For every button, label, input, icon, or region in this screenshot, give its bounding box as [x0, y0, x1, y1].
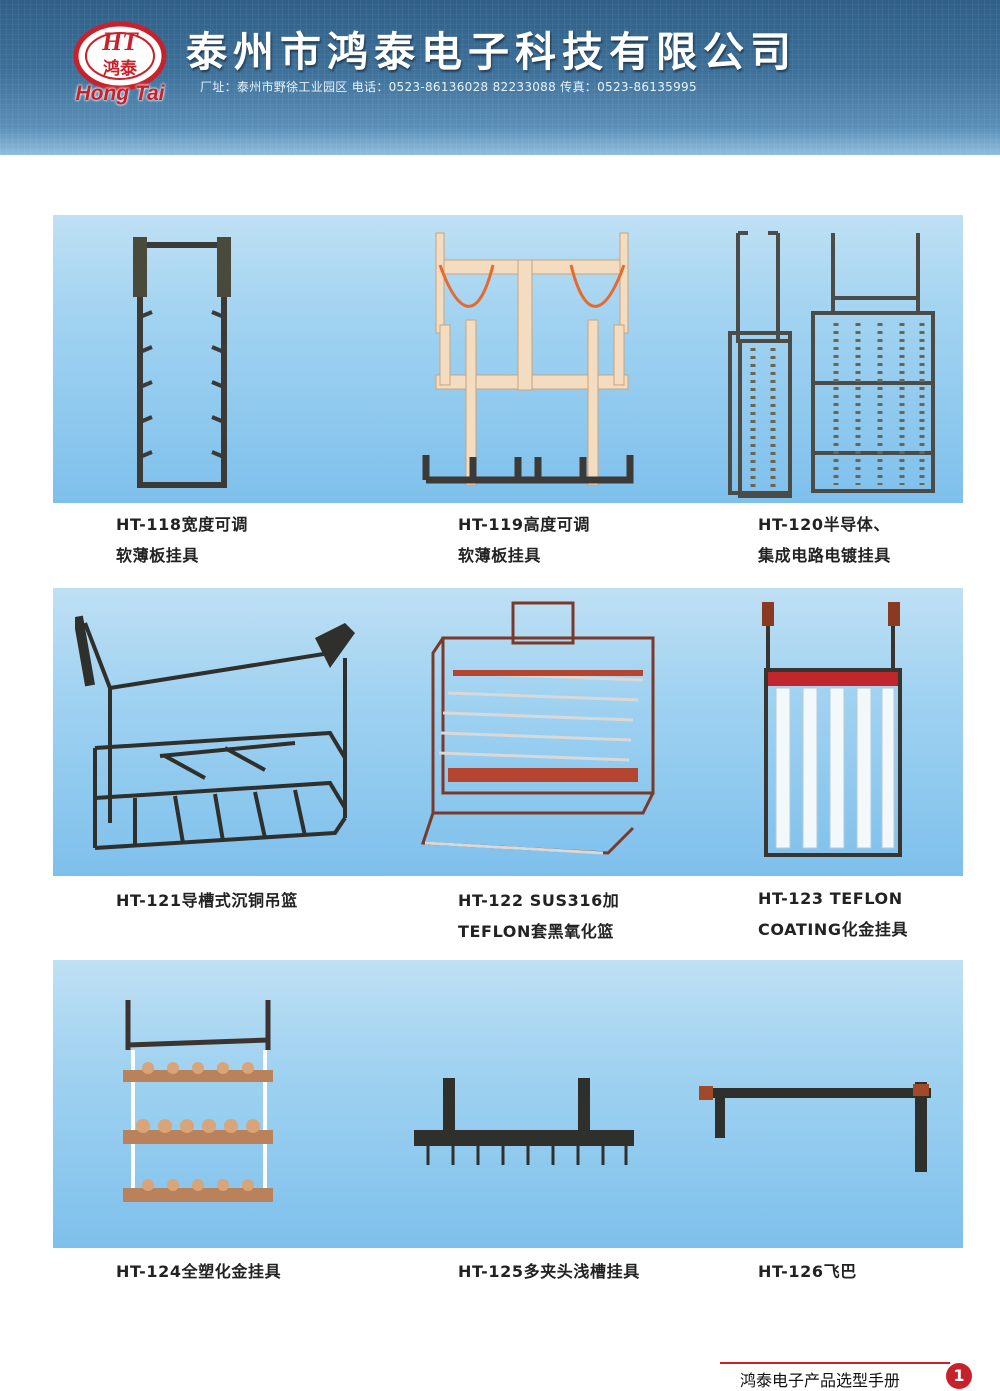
product-caption-ht-125: HT-125多夹头浅槽挂具 — [458, 1262, 640, 1281]
company-name: 泰州市鸿泰电子科技有限公司 — [186, 28, 797, 76]
product-caption-ht-119: HT-119高度可调软薄板挂具 — [458, 515, 590, 565]
product-image-ht-126 — [699, 1082, 931, 1172]
company-logo: HT 鸿泰 — [73, 21, 167, 91]
footer-divider — [720, 1362, 950, 1364]
product-caption-ht-120: HT-120半导体、集成电路电镀挂具 — [758, 515, 891, 565]
company-contact: 厂址：泰州市野徐工业园区 电话：0523-86136028 82233088 传… — [200, 80, 697, 94]
product-panel-row-3 — [53, 960, 963, 1248]
header-texture — [0, 0, 1000, 155]
product-image-ht-121 — [75, 615, 355, 850]
product-image-ht-120 — [728, 231, 935, 498]
product-caption-ht-118: HT-118宽度可调软薄板挂具 — [116, 515, 248, 565]
page-header: HT 鸿泰 Hong Tai 泰州市鸿泰电子科技有限公司 厂址：泰州市野徐工业园… — [0, 0, 1000, 155]
product-panel-row-2 — [53, 588, 963, 876]
product-caption-ht-124: HT-124全塑化金挂具 — [116, 1262, 282, 1281]
product-image-ht-119 — [422, 232, 634, 486]
catalog-title: 鸿泰电子产品选型手册 — [740, 1371, 901, 1390]
page-number: 1 — [946, 1363, 972, 1389]
product-image-ht-124 — [123, 1000, 273, 1202]
logo-cn: 鸿泰 — [103, 58, 138, 79]
product-caption-ht-126: HT-126飞巴 — [758, 1262, 857, 1281]
product-image-ht-118 — [133, 237, 231, 488]
product-caption-ht-121: HT-121导槽式沉铜吊篮 — [116, 891, 298, 910]
logo-abbrev: HT — [101, 27, 139, 56]
product-image-ht-123 — [762, 602, 902, 857]
product-image-ht-122 — [420, 601, 655, 855]
product-panel-row-1 — [53, 215, 963, 503]
logo-english-name: Hong Tai — [75, 82, 165, 105]
product-image-ht-125 — [414, 1078, 634, 1165]
